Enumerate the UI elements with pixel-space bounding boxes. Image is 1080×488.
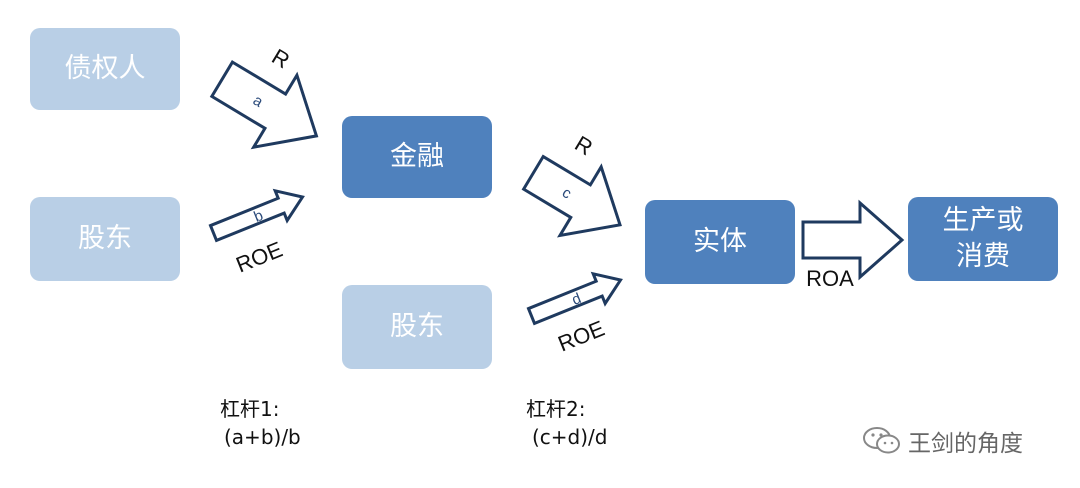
arrow-b-roe-label: ROE bbox=[232, 237, 286, 278]
shareholders-label-1: 股东 bbox=[78, 223, 132, 254]
production-consumption-box: 生产或 消费 bbox=[908, 197, 1058, 281]
leverage-1-note: 杠杆1: (a+b)/b bbox=[220, 395, 301, 451]
leverage-2-formula: (c+d)/d bbox=[532, 425, 608, 449]
arrow-b: b bbox=[208, 188, 305, 243]
wechat-icon bbox=[863, 427, 900, 454]
arrow-c: c bbox=[521, 154, 622, 238]
watermark-text: 王剑的角度 bbox=[908, 431, 1023, 457]
shareholders-label-2: 股东 bbox=[390, 311, 444, 342]
real-economy-label: 实体 bbox=[693, 226, 747, 257]
creditors-label: 债权人 bbox=[64, 53, 146, 84]
shareholders-box-1: 股东 bbox=[30, 197, 180, 281]
creditors-box: 债权人 bbox=[30, 28, 180, 110]
finance-box: 金融 bbox=[342, 116, 492, 198]
arrow-roa-label: ROA bbox=[806, 266, 854, 291]
arrow-a: a bbox=[209, 60, 319, 150]
production-label-line1: 生产或 bbox=[942, 205, 1024, 236]
leverage-2-note: 杠杆2: (c+d)/d bbox=[526, 395, 608, 451]
arrow-roa bbox=[801, 199, 905, 281]
shareholders-box-2: 股东 bbox=[342, 285, 492, 369]
arrow-d-roe-label: ROE bbox=[554, 316, 608, 357]
real-economy-box: 实体 bbox=[645, 200, 795, 284]
leverage-1-formula: (a+b)/b bbox=[224, 425, 301, 449]
arrow-a-r-label: R bbox=[268, 44, 294, 74]
production-label-line2: 消费 bbox=[956, 241, 1010, 272]
leverage-2-title: 杠杆2: bbox=[526, 397, 586, 421]
arrow-c-r-label: R bbox=[571, 131, 597, 161]
finance-label: 金融 bbox=[390, 141, 444, 172]
arrow-d: d bbox=[526, 271, 623, 326]
watermark: 王剑的角度 bbox=[862, 424, 1023, 458]
leverage-1-title: 杠杆1: bbox=[220, 397, 280, 421]
